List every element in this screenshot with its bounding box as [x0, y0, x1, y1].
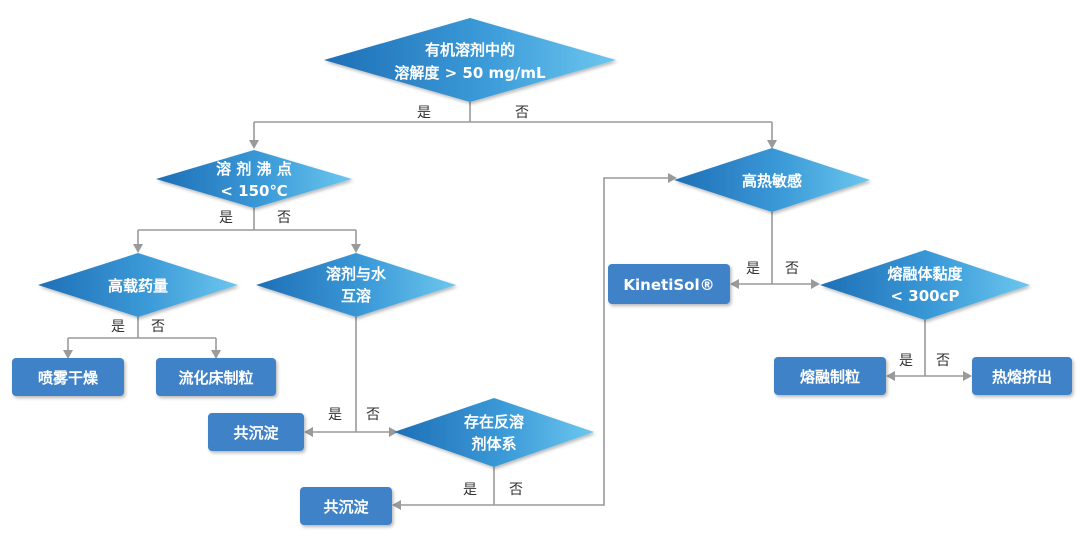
- yes-label: 是: [463, 482, 477, 498]
- yes-label: 是: [111, 319, 125, 335]
- decision-boiling-line1: 溶 剂 沸 点: [216, 160, 292, 178]
- yes-label: 是: [417, 105, 431, 121]
- arrowhead: [133, 244, 143, 253]
- no-label: 否: [515, 105, 529, 121]
- arrowhead: [63, 350, 73, 359]
- yes-label: 是: [219, 210, 233, 226]
- decision-solubility-line2: 溶解度 > 50 mg/mL: [394, 64, 546, 82]
- decision-loading-line1: 高载药量: [108, 277, 168, 295]
- decision-viscosity-line1: 熔融体黏度: [887, 265, 963, 283]
- arrowhead: [811, 279, 820, 289]
- outcome-coprecipitation-2: 共沉淀: [300, 487, 392, 525]
- decision-solubility: 有机溶剂中的 溶解度 > 50 mg/mL: [324, 18, 616, 102]
- decision-water-miscible: 溶剂与水 互溶: [256, 253, 456, 317]
- arrowhead: [249, 140, 259, 149]
- decision-antisolvent-line1: 存在反溶: [464, 413, 524, 431]
- decision-thermo-line1: 高热敏感: [742, 172, 802, 190]
- decision-viscosity-line2: < 300cP: [891, 287, 960, 305]
- arrowhead: [963, 371, 972, 381]
- outcome-melt-granulation-label: 熔融制粒: [800, 368, 860, 386]
- outcome-fluid-bed: 流化床制粒: [156, 358, 276, 396]
- no-label: 否: [936, 353, 950, 369]
- decision-thermosensitive: 高热敏感: [674, 148, 870, 212]
- yes-label: 是: [899, 353, 913, 369]
- decision-boiling-point: 溶 剂 沸 点 < 150℃: [156, 150, 352, 208]
- decision-antisolvent: 存在反溶 剂体系: [394, 398, 594, 467]
- yes-label: 是: [746, 261, 760, 277]
- arrowhead: [211, 350, 221, 359]
- decision-boiling-line2: < 150℃: [220, 182, 287, 200]
- decision-water-line2: 互溶: [341, 287, 371, 305]
- outcome-hot-melt-extrusion-label: 热熔挤出: [992, 368, 1052, 386]
- outcome-kinetisol: KinetiSol®: [608, 264, 730, 304]
- outcome-spray-drying-label: 喷雾干燥: [38, 369, 99, 387]
- no-label: 否: [366, 407, 380, 423]
- outcome-kinetisol-label: KinetiSol®: [623, 276, 714, 294]
- arrowhead: [668, 173, 677, 183]
- arrowhead: [392, 500, 401, 510]
- outcome-fluid-bed-label: 流化床制粒: [178, 369, 253, 387]
- arrowhead: [886, 371, 895, 381]
- outcome-melt-granulation: 熔融制粒: [774, 357, 886, 395]
- no-label: 否: [509, 482, 523, 498]
- no-label: 否: [277, 210, 291, 226]
- outcome-spray-drying: 喷雾干燥: [12, 358, 124, 396]
- decision-melt-viscosity: 熔融体黏度 < 300cP: [820, 250, 1030, 320]
- decision-water-line1: 溶剂与水: [326, 265, 387, 283]
- arrowhead: [767, 140, 777, 149]
- arrowhead: [730, 279, 739, 289]
- arrowhead: [351, 244, 361, 253]
- arrowhead: [304, 427, 313, 437]
- yes-label: 是: [328, 407, 342, 423]
- branch-labels: 是 否 是 否 是 否 是 否 是 否 是 否 是 否: [111, 105, 950, 498]
- outcome-coprecipitation-1-label: 共沉淀: [233, 424, 279, 442]
- decision-antisolvent-line2: 剂体系: [471, 435, 516, 453]
- outcome-coprecipitation-1: 共沉淀: [208, 413, 304, 451]
- no-label: 否: [151, 319, 165, 335]
- no-label: 否: [785, 261, 799, 277]
- connectors: [63, 102, 972, 510]
- decision-solubility-line1: 有机溶剂中的: [425, 41, 515, 59]
- connector-antisolvent-to-thermo: [494, 177, 670, 506]
- decision-drug-loading: 高载药量: [38, 253, 238, 317]
- outcome-hot-melt-extrusion: 热熔挤出: [972, 357, 1072, 395]
- outcome-coprecipitation-2-label: 共沉淀: [323, 498, 369, 516]
- arrowhead: [389, 427, 398, 437]
